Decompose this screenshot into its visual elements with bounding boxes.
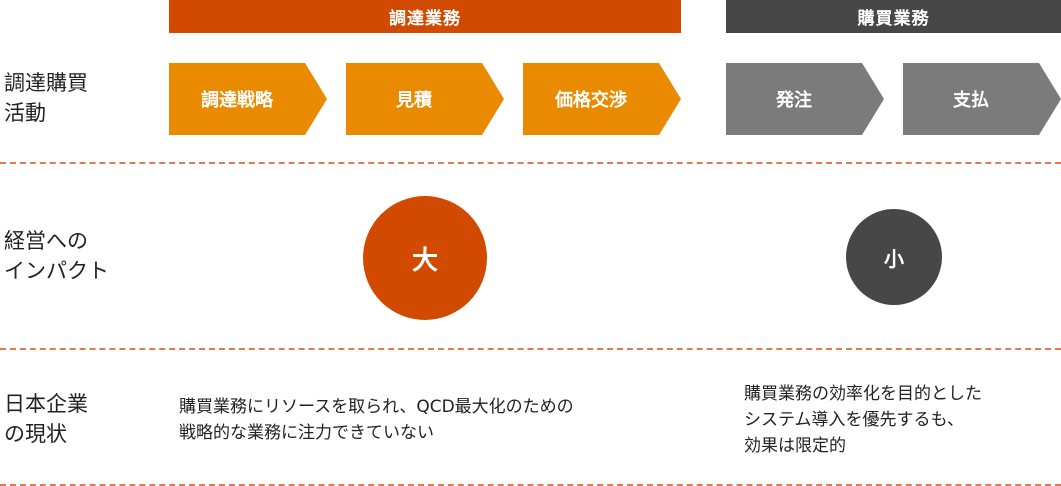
chevron-negotiation-label: 価格交渉 [555, 90, 627, 111]
impact-circle-chotatsu: 大 [363, 196, 487, 320]
chevron-order-label: 発注 [776, 90, 812, 111]
chevron-payment-label: 支払 [953, 90, 989, 111]
chevron-order: 発注 [726, 63, 884, 135]
header-chotatsu-label: 調達業務 [389, 9, 461, 29]
header-kobai: 購買業務 [726, 0, 1061, 33]
row-label-impact: 経営への インパクト [4, 229, 109, 283]
header-kobai-label: 購買業務 [857, 9, 930, 29]
divider-top [0, 162, 1061, 164]
chevron-strategy-label: 調達戦略 [201, 90, 273, 111]
row-label-activity: 調達購買 活動 [4, 71, 88, 125]
chevron-strategy: 調達戦略 [169, 63, 327, 135]
impact-chotatsu-label: 大 [411, 245, 438, 276]
header-chotatsu: 調達業務 [169, 0, 681, 33]
status-text-chotatsu: 購買業務にリソースを取られ、QCD最大化のための 戦略的な業務に注力できていない [179, 397, 574, 443]
divider-middle [0, 348, 1061, 350]
chevron-payment: 支払 [903, 63, 1061, 135]
divider-bottom [0, 484, 1061, 486]
status-text-kobai: 購買業務の効率化を目的とした システム導入を優先するも、 効果は限定的 [744, 384, 982, 456]
chevron-negotiation: 価格交渉 [523, 63, 681, 135]
impact-circle-kobai: 小 [846, 209, 942, 305]
chevron-quote-label: 見積 [396, 90, 432, 111]
chevron-quote: 見積 [346, 63, 504, 135]
impact-kobai-label: 小 [884, 246, 904, 271]
row-label-status: 日本企業 の現状 [4, 392, 88, 446]
